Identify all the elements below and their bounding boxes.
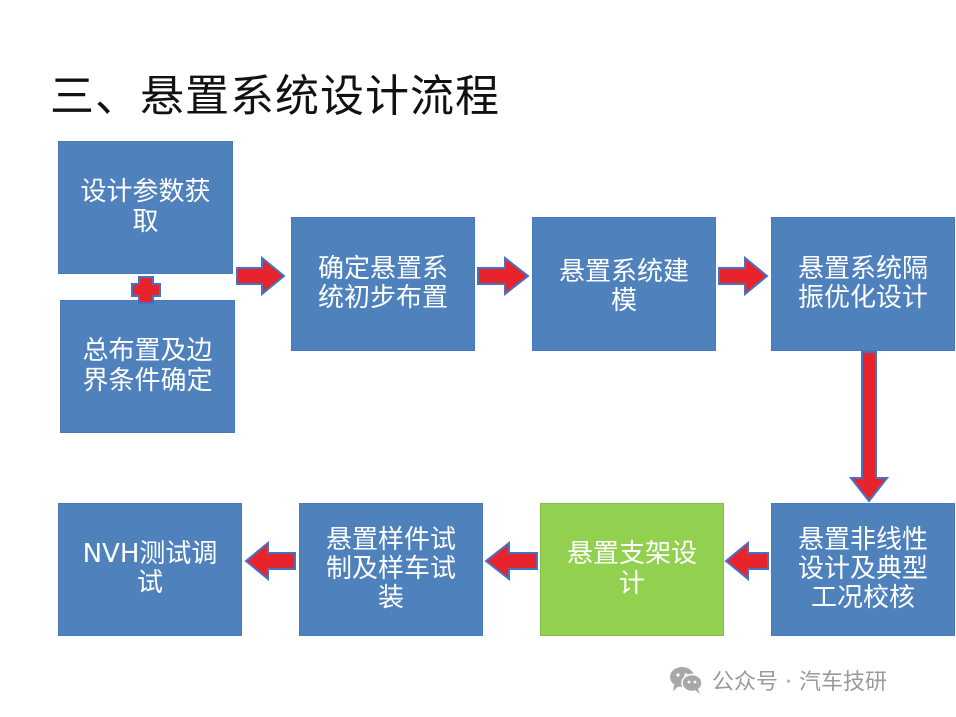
step-bracket-design-label: 悬置支架设计 [566,539,697,599]
wechat-icon [670,667,703,694]
arrow-down [848,351,890,503]
step-nonlinear-design: 悬置非线性设计及典型工况校核 [771,503,955,636]
step-initial-layout-label: 确定悬置系统初步布置 [317,253,448,313]
step-layout-boundary-label: 总布置及边界条件确定 [82,336,213,396]
step-layout-boundary: 总布置及边界条件确定 [60,300,235,433]
step-nonlinear-design-label: 悬置非线性设计及典型工况校核 [797,524,928,614]
arrow-right-2 [477,255,530,297]
step-sample-trial-label: 悬置样件试制及样车试装 [325,524,456,614]
step-design-params: 设计参数获取 [58,141,233,274]
step-system-modeling-label: 悬置系统建模 [558,257,689,317]
footer-watermark: 公众号 · 汽车技研 [668,664,887,696]
page-title: 三、悬置系统设计流程 [50,71,500,122]
arrow-right-1 [236,255,286,297]
step-isolation-optimization-label: 悬置系统隔振优化设计 [797,253,928,313]
step-system-modeling: 悬置系统建模 [532,217,716,351]
step-nvh-testing-label: NVH测试调试 [82,539,218,599]
step-nvh-testing: NVH测试调试 [58,503,242,636]
step-bracket-design: 悬置支架设计 [540,503,724,636]
arrow-left-2 [484,540,538,582]
plus-connector [131,276,161,304]
step-initial-layout: 确定悬置系统初步布置 [291,217,475,351]
arrow-left-1 [724,540,769,582]
footer-text: 公众号 · 汽车技研 [712,670,887,695]
step-isolation-optimization: 悬置系统隔振优化设计 [771,217,955,351]
arrow-right-3 [718,255,769,297]
arrow-left-3 [244,540,296,582]
step-design-params-label: 设计参数获取 [80,177,211,237]
step-sample-trial: 悬置样件试制及样车试装 [299,503,483,636]
